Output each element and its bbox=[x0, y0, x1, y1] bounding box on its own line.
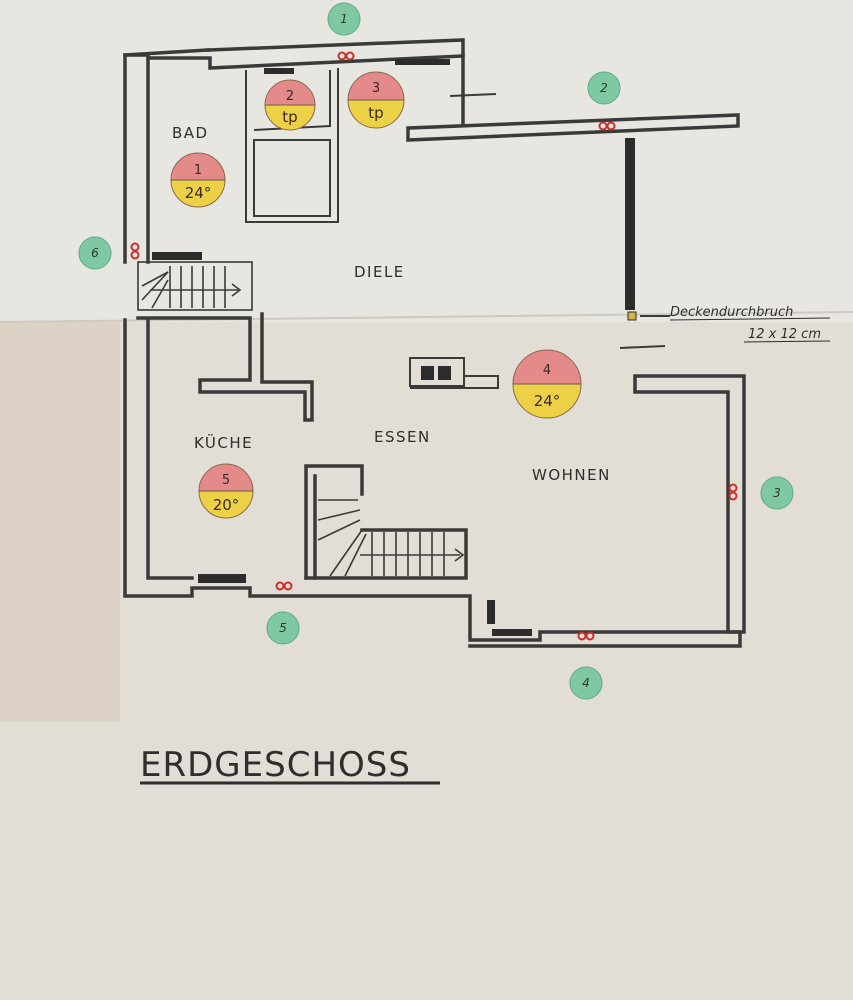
heater-4-value: 24° bbox=[534, 392, 561, 410]
sensor-6: 6 bbox=[78, 236, 112, 270]
note-underline-1 bbox=[669, 317, 831, 321]
paper-lower bbox=[0, 322, 853, 1000]
heater-2-value: tp bbox=[282, 108, 297, 126]
outlet-bottom-right bbox=[577, 631, 595, 641]
room-label-diele: DIELE bbox=[354, 263, 405, 281]
heater-1-value: 24° bbox=[185, 184, 212, 202]
sensor-2: 2 bbox=[587, 71, 621, 105]
sensor-6-number: 6 bbox=[91, 246, 99, 260]
heater-3-number: 3 bbox=[372, 81, 380, 96]
room-label-wohnen: WOHNEN bbox=[532, 466, 611, 484]
sensor-3: 3 bbox=[760, 476, 794, 510]
plan-title: ERDGESCHOSS bbox=[140, 745, 411, 785]
outlet-right-lower bbox=[728, 483, 738, 501]
paper-fold bbox=[0, 311, 853, 323]
sensor-4-number: 4 bbox=[582, 676, 590, 690]
heater-5-value: 20° bbox=[213, 496, 240, 514]
stair-upper bbox=[137, 261, 253, 311]
sensor-5-number: 5 bbox=[279, 621, 287, 635]
room-label-kueche: KÜCHE bbox=[194, 433, 253, 452]
note-line-1: Deckendurchbruch bbox=[670, 305, 793, 320]
stair-lower bbox=[317, 499, 465, 577]
heater-5-number: 5 bbox=[222, 473, 230, 488]
heater-2: 2 tp bbox=[264, 79, 316, 131]
heater-4-number: 4 bbox=[543, 363, 551, 378]
outlet-right-upper bbox=[598, 121, 616, 131]
heater-5: 5 20° bbox=[198, 463, 254, 519]
paper-upper bbox=[0, 0, 853, 322]
sensor-4: 4 bbox=[569, 666, 603, 700]
room-label-bad: BAD bbox=[172, 124, 209, 142]
walls bbox=[123, 38, 746, 648]
heater-3: 3 tp bbox=[347, 71, 405, 129]
outlet-top bbox=[337, 51, 355, 61]
heater-2-number: 2 bbox=[286, 89, 294, 104]
outlets bbox=[130, 51, 738, 641]
heater-1: 1 24° bbox=[170, 152, 226, 208]
paper-shadow bbox=[0, 322, 120, 722]
note-line-2: 12 x 12 cm bbox=[748, 327, 821, 342]
heater-3-value: tp bbox=[368, 104, 383, 122]
heater-4: 4 24° bbox=[512, 349, 582, 419]
sensor-1-number: 1 bbox=[340, 12, 348, 26]
heater-1-number: 1 bbox=[194, 163, 202, 178]
note-underline-2 bbox=[743, 340, 831, 343]
sensor-2-number: 2 bbox=[600, 81, 608, 95]
outlet-bottom-left bbox=[275, 581, 293, 591]
sensor-5: 5 bbox=[266, 611, 300, 645]
outlet-left bbox=[130, 242, 140, 260]
room-label-essen: ESSEN bbox=[374, 428, 431, 446]
sensor-3-number: 3 bbox=[773, 486, 781, 500]
sensor-1: 1 bbox=[327, 2, 361, 36]
